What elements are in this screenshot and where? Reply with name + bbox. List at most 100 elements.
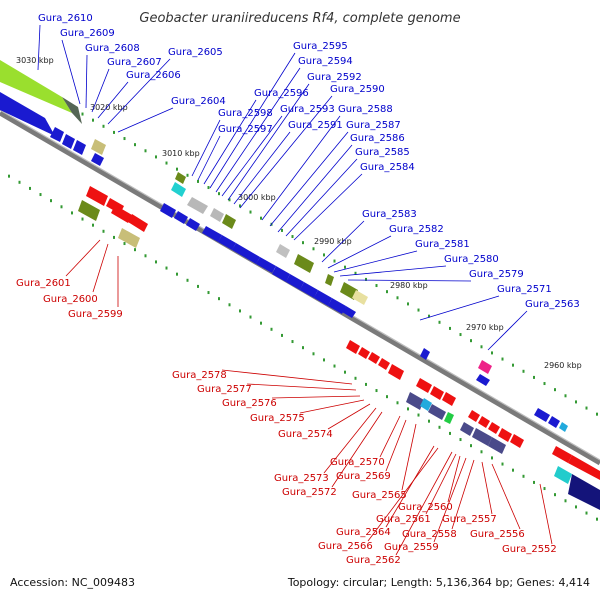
feature-blue-arrow <box>50 127 64 142</box>
feature-slate <box>406 392 424 410</box>
feature-blue-arrow <box>342 306 356 318</box>
scale-dot <box>585 406 588 410</box>
feature-blue-arrow <box>328 298 346 314</box>
plus-label-leader <box>37 24 41 71</box>
feature-blue-arrow <box>256 257 276 273</box>
minus-label-leader <box>221 369 353 385</box>
scale-dot <box>81 112 84 116</box>
scale-dot <box>144 149 147 153</box>
feature-blue-arrow <box>534 408 550 422</box>
minus-label-leader <box>331 411 383 488</box>
scale-dot <box>491 351 493 355</box>
minus-gene-label: Gura_2560 <box>398 502 453 513</box>
minus-gene-label: Gura_2559 <box>384 542 439 553</box>
plus-label-leader <box>85 54 88 109</box>
plus-gene-label: Gura_2584 <box>360 162 415 173</box>
scale-dot <box>102 229 105 233</box>
plus-label-leader <box>261 115 341 221</box>
scale-dot <box>533 375 535 379</box>
feature-blue-arrow <box>286 274 304 290</box>
scale-dot <box>417 308 420 312</box>
plus-label-leader <box>117 107 174 133</box>
feature-red-arrow <box>358 347 370 359</box>
plus-gene-label: Gura_2591 <box>288 120 343 131</box>
scale-dot <box>575 400 577 404</box>
scale-dot <box>218 297 220 301</box>
scale-dot <box>60 205 63 209</box>
minus-gene-label: Gura_2569 <box>336 471 391 482</box>
scale-dot <box>176 167 178 171</box>
scale-dot <box>123 242 126 246</box>
feature-blue-arrow <box>202 226 222 242</box>
plus-gene-label: Gura_2588 <box>338 104 393 115</box>
scale-dot <box>554 388 556 392</box>
scale-dot <box>554 493 556 497</box>
plus-label-leader <box>293 173 363 241</box>
plus-gene-label: Gura_2580 <box>444 254 499 265</box>
minus-gene-label: Gura_2566 <box>318 541 373 552</box>
gene-labels: Gura_2610Gura_2609Gura_2608Gura_2607Gura… <box>16 13 580 566</box>
plus-gene-label: Gura_2579 <box>469 269 524 280</box>
feature-red-arrow <box>416 378 432 393</box>
scale-dot <box>543 487 546 491</box>
plus-label-leader <box>333 250 418 273</box>
plus-gene-label: Gura_2610 <box>38 13 93 24</box>
plus-gene-label: Gura_2571 <box>497 284 552 295</box>
scale-dot <box>575 505 577 509</box>
feature-blue-bar <box>0 92 55 136</box>
feature-blue-arrow <box>91 153 104 166</box>
minus-label-leader <box>367 447 439 542</box>
scale-dot <box>407 302 409 306</box>
scale-dot <box>365 382 367 386</box>
scale-dot <box>480 345 483 349</box>
scale-dot <box>92 223 94 227</box>
feature-red-arrow <box>378 358 390 370</box>
plus-gene-label: Gura_2592 <box>307 72 362 83</box>
scale-dot <box>155 260 157 264</box>
scale-dot <box>438 320 441 324</box>
scale-dot <box>396 401 399 405</box>
feature-magenta <box>478 360 492 374</box>
plus-label-leader <box>191 119 221 177</box>
scale-dot <box>281 228 283 232</box>
scale-dot <box>291 235 294 239</box>
scale-dot <box>470 444 472 448</box>
scale-dot <box>543 382 546 386</box>
kbp-tick-label: 3010 kbp <box>162 149 200 158</box>
scale-dot <box>270 327 273 331</box>
plus-gene-label: Gura_2606 <box>126 70 181 81</box>
scale-dot <box>302 241 304 245</box>
minus-label-leader <box>65 239 101 277</box>
feature-blue-arrow <box>73 140 86 155</box>
feature-blue-arrow <box>186 218 200 231</box>
minus-gene-label: Gura_2557 <box>442 514 497 525</box>
kbp-tick-label: 3020 kbp <box>90 103 128 112</box>
feature-blue-arrow <box>218 235 236 250</box>
plus-gene-label: Gura_2586 <box>350 133 405 144</box>
feature-sky <box>420 398 432 411</box>
feature-red-arrow <box>368 352 380 364</box>
scale-dot <box>249 210 252 214</box>
feature-slate <box>472 428 492 446</box>
minus-gene-label: Gura_2577 <box>197 384 252 395</box>
scale-dot <box>218 192 220 196</box>
scale-dot <box>165 161 168 165</box>
minus-gene-label: Gura_2570 <box>330 457 385 468</box>
scale-dot <box>81 217 84 221</box>
feature-blue-arrow <box>160 203 176 218</box>
feature-olive <box>78 200 100 221</box>
topology-summary: Topology: circular; Length: 5,136,364 bp… <box>287 576 590 589</box>
scale-dot <box>323 358 325 362</box>
feature-blue-arrow <box>476 374 490 386</box>
plus-label-leader <box>239 95 333 209</box>
scale-dot <box>533 480 535 484</box>
minus-gene-label: Gura_2572 <box>282 487 337 498</box>
scale-dot <box>522 369 525 373</box>
scale-dot <box>585 511 588 515</box>
scale-dot <box>501 462 504 466</box>
minus-gene-label: Gura_2556 <box>470 529 525 540</box>
scale-dot <box>491 456 493 460</box>
scale-dot <box>365 277 367 281</box>
